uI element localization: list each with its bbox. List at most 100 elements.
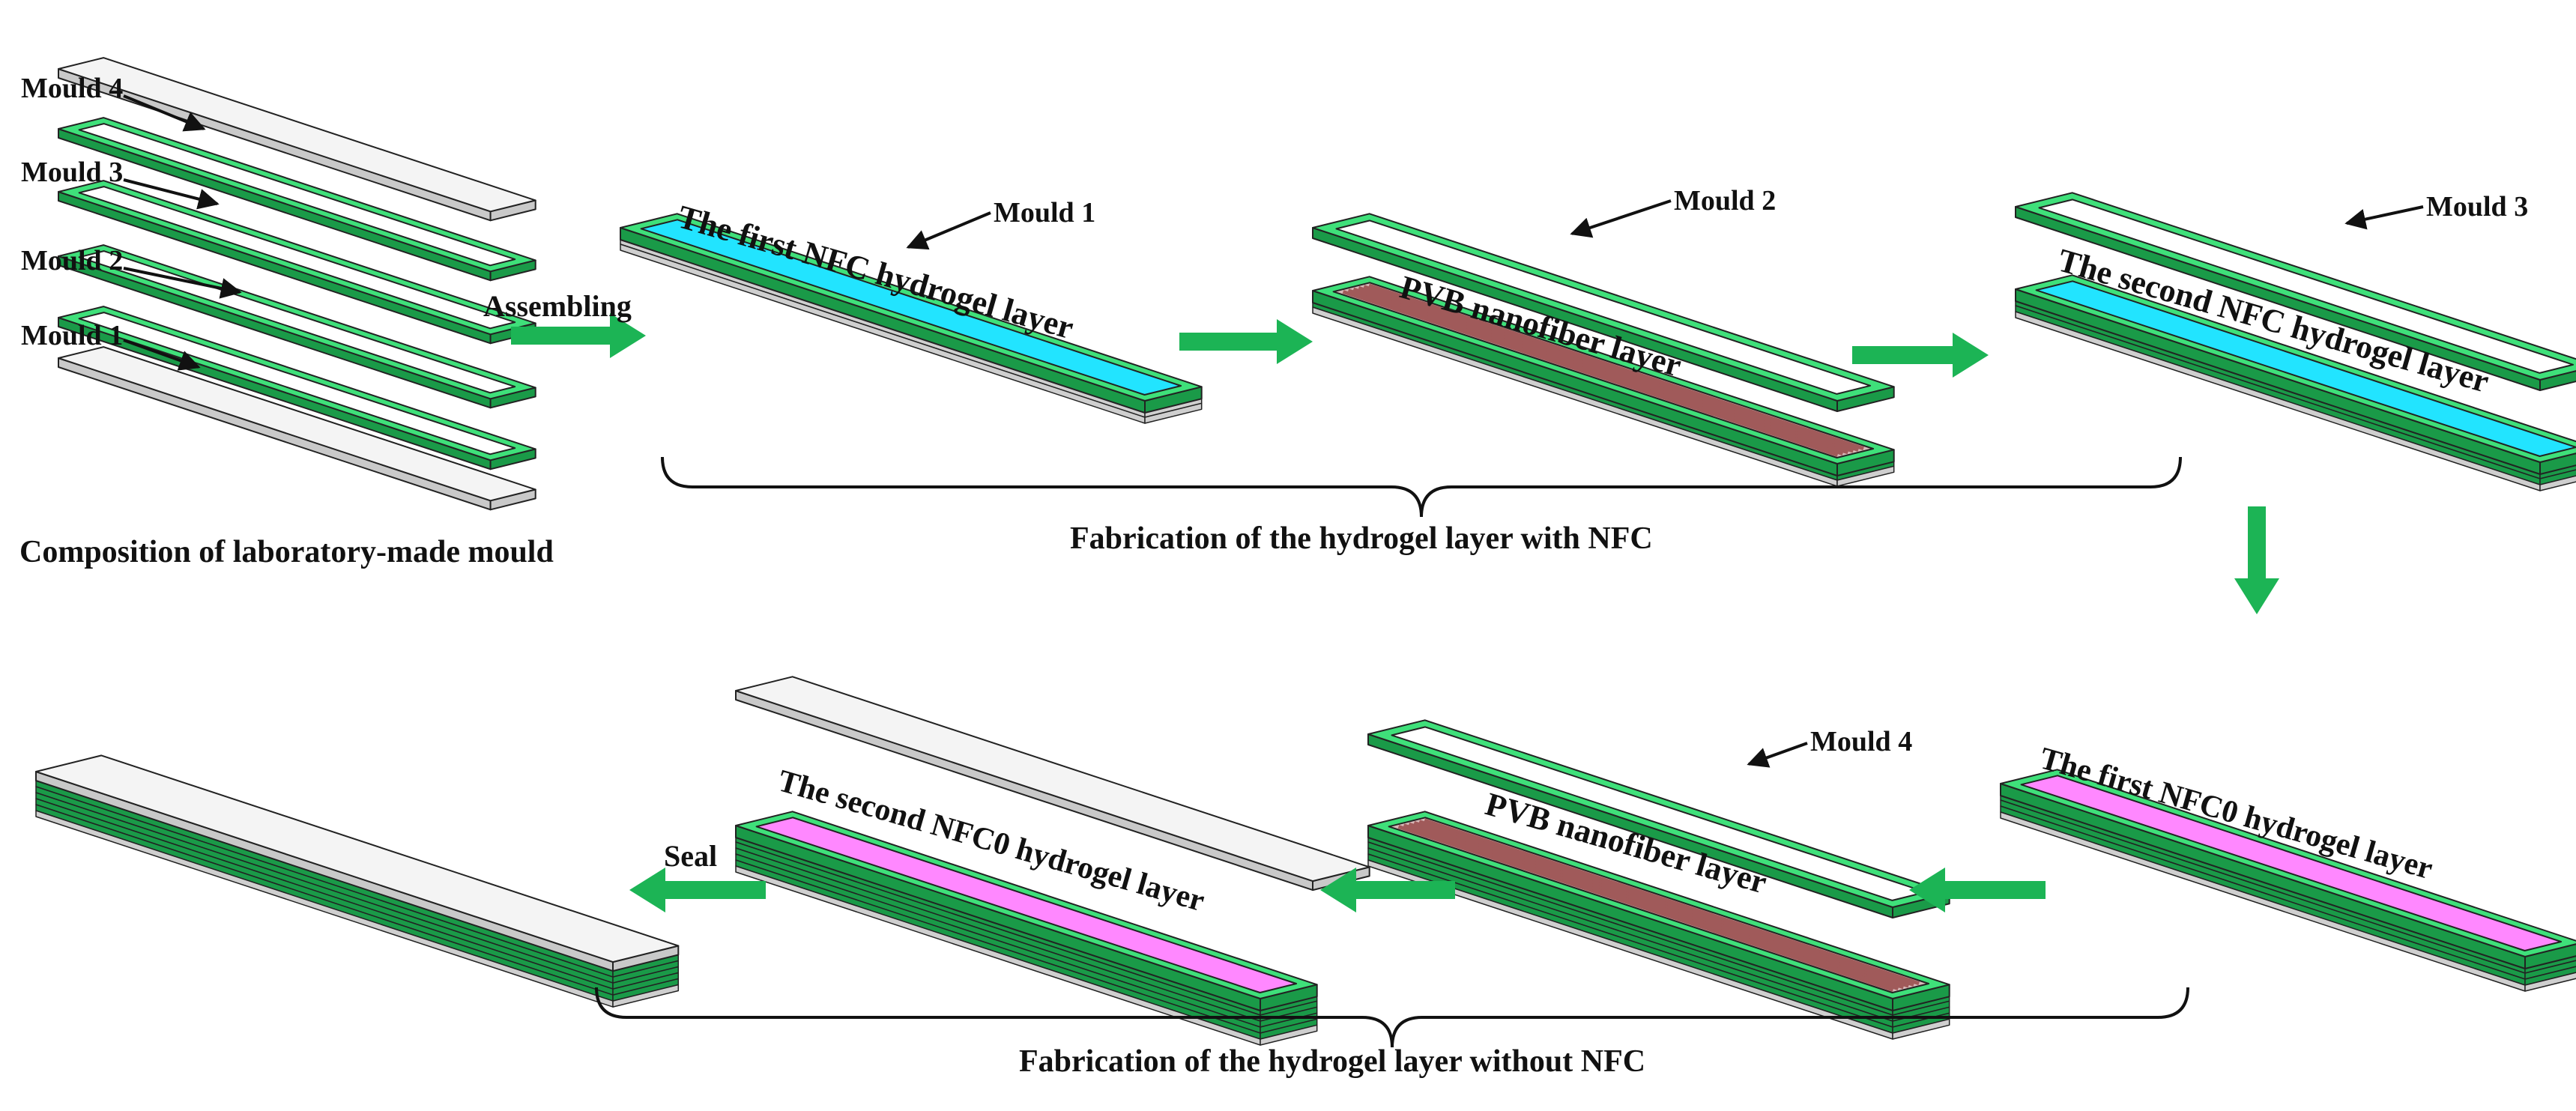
step2-mould-2 xyxy=(1312,213,1895,412)
arrow-assembling xyxy=(511,313,646,358)
mould-1-frame-window xyxy=(78,312,516,455)
sealed-block-base-layer xyxy=(35,786,614,984)
step5-pvb-layer-fiber xyxy=(1418,820,1915,987)
step6-nfc0-layer-fill xyxy=(755,817,1298,993)
step4-nfc0-layer xyxy=(2000,769,2576,969)
pointer-mould-4-bottom xyxy=(1747,742,1808,768)
cover-plate-top-top xyxy=(58,57,536,213)
arrow-down-to-bottom-row xyxy=(2234,506,2279,614)
label-mould-3: Mould 3 xyxy=(21,157,123,188)
arrow-step1-to-step2-shape xyxy=(1179,319,1313,364)
step1-nfc-layer-fill xyxy=(640,219,1182,396)
arrow-seal-shape xyxy=(629,868,766,912)
step4-nfc0-layer-fill xyxy=(2020,775,2563,951)
step5-pvb-layer xyxy=(1367,811,1950,1011)
base-plate-bottom-top xyxy=(58,346,536,502)
step2-pvb-layer-fiber xyxy=(1368,283,1864,451)
sealed-block-base-layer xyxy=(35,792,614,990)
label-mould-3-top: Mould 3 xyxy=(2426,191,2528,222)
step6-cover-plate xyxy=(735,676,1370,891)
step4-base-layer-end xyxy=(2524,966,2576,986)
sealed-block-base-layer-end xyxy=(612,984,680,1008)
assembling-label: Assembling xyxy=(483,289,632,323)
label-mould-1-assembled: Mould 1 xyxy=(994,197,1095,228)
step6-cover-plate-top xyxy=(735,676,1370,883)
pointer-mould-3 xyxy=(123,178,220,210)
label-mould-2-top: Mould 2 xyxy=(1674,185,1776,217)
mould-4-frame xyxy=(58,117,536,282)
step2-pvb-layer-fiber xyxy=(1363,285,1860,452)
arrow-step2-to-step3 xyxy=(1852,333,1989,378)
brace-without-nfc xyxy=(595,987,2189,1048)
step3-base-layer-end xyxy=(2539,469,2576,485)
step3-mould-3 xyxy=(2015,192,2576,391)
label-mould-4: Mould 4 xyxy=(21,73,123,104)
arrow-seal xyxy=(629,868,766,912)
step6-base-layer-end xyxy=(1260,1024,1318,1046)
arrow-step5-to-step6 xyxy=(1320,868,1455,912)
mould-2-frame-window xyxy=(78,250,516,394)
sealed-block-top-top xyxy=(35,754,680,963)
step5-mould-4 xyxy=(1367,719,1950,918)
label-mould-1: Mould 1 xyxy=(21,320,123,351)
mould-3-frame-window xyxy=(78,186,516,330)
pointer-mould-3-top xyxy=(2344,205,2424,230)
pointer-mould-4 xyxy=(123,94,206,132)
sealed-block-top-side-front xyxy=(35,771,614,972)
step5-base xyxy=(1367,835,1950,1040)
step5-pvb-layer-fiber xyxy=(1397,825,1894,992)
step5-pvb-layer-fiber xyxy=(1424,818,1920,986)
label-mould-4-bottom: Mould 4 xyxy=(1810,726,1912,757)
step1-base-layer-end xyxy=(1144,402,1203,424)
arrow-assembling-shape xyxy=(511,313,646,358)
step3-mould-3-window xyxy=(2038,199,2575,374)
step2-pvb-layer-fiber xyxy=(1352,287,1849,455)
step2-pvb-layer-fiber xyxy=(1358,286,1854,453)
step3-nfc-layer-side-end xyxy=(2539,452,2576,475)
step2-base-layer-end xyxy=(1836,465,1895,487)
cover-plate-top xyxy=(58,57,536,222)
mould-2-frame xyxy=(58,244,536,409)
arrow-step4-to-step5-shape xyxy=(1909,868,2046,912)
pointer-mould-2 xyxy=(123,267,242,299)
arrow-step4-to-step5 xyxy=(1909,868,2046,912)
step5-pvb-layer-fiber xyxy=(1413,821,1910,988)
step6-base-layer xyxy=(735,841,1261,1022)
step2-pvb-layer-fiber xyxy=(1342,290,1839,457)
step3-nfc-layer-fill xyxy=(2035,280,2576,457)
sealed-block-base-layer xyxy=(35,780,614,978)
mould-1-frame-side-front xyxy=(58,317,492,470)
seal-label: Seal xyxy=(664,839,717,873)
composition-caption: Composition of laboratory-made mould xyxy=(19,535,554,569)
step5-pvb-layer-fiber xyxy=(1403,823,1899,990)
arrow-step1-to-step2 xyxy=(1179,319,1313,364)
step6-base-layer xyxy=(735,847,1261,1028)
pointer-mould-2-top xyxy=(1570,199,1672,238)
caption-without-nfc: Fabrication of the hydrogel layer withou… xyxy=(1019,1044,1645,1079)
arrow-down-to-bottom-row-shape xyxy=(2234,506,2279,614)
sealed-block-top xyxy=(35,754,680,972)
base-plate-bottom xyxy=(58,346,536,511)
arrow-step2-to-step3-shape xyxy=(1852,333,1989,378)
label-mould-2: Mould 2 xyxy=(21,245,123,276)
caption-with-nfc: Fabrication of the hydrogel layer with N… xyxy=(1070,521,1653,556)
step5-pvb-layer-fiber xyxy=(1408,822,1905,990)
step6-nfc0-layer xyxy=(735,811,1318,1011)
pointer-mould-1 xyxy=(123,339,201,371)
step4-base-layer-end xyxy=(2524,960,2576,980)
step3-mould-3-side-end xyxy=(2539,370,2576,391)
step3-nfc-layer xyxy=(2015,274,2576,475)
step2-pvb-layer-fiber xyxy=(1347,288,1844,455)
step1-nfc-layer xyxy=(620,213,1203,414)
brace-with-nfc xyxy=(661,456,2182,518)
step5-base-layer-end xyxy=(1892,1018,1950,1040)
pointer-mould-1-assembled xyxy=(906,211,991,250)
step4-base-layer-end xyxy=(2524,972,2576,992)
step2-mould-2-window xyxy=(1335,220,1872,395)
sealed-block-base xyxy=(35,780,680,1008)
step4-base xyxy=(2000,793,2576,992)
mould-4-frame-window xyxy=(78,123,516,267)
step3-base-layer-end xyxy=(2539,475,2576,491)
